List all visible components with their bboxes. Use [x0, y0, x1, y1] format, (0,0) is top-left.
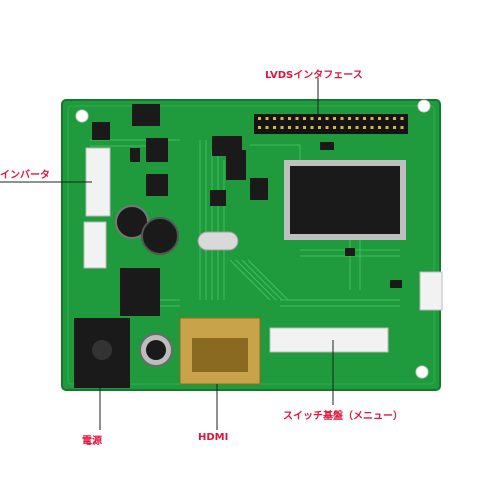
lvds-pin	[393, 126, 396, 129]
lvds-pin	[355, 126, 359, 129]
hdmi-connector	[179, 317, 261, 385]
mounting-holes	[75, 99, 431, 379]
power-jack	[74, 318, 130, 388]
lvds-pin	[333, 117, 336, 120]
lvds-pin	[265, 117, 269, 120]
lvds-pin	[370, 126, 374, 129]
lvds-pin	[318, 126, 321, 129]
lvds-pin	[325, 126, 329, 129]
lvds-pin	[295, 117, 299, 120]
label-hdmi: HDMI	[198, 432, 229, 443]
lvds-pin	[378, 126, 381, 129]
lvds-pin	[370, 117, 374, 120]
lvds-pin	[363, 126, 366, 129]
lvds-pin	[310, 126, 314, 129]
lvds-pin	[265, 126, 269, 129]
lvds-pin	[303, 126, 306, 129]
capacitors	[115, 205, 179, 367]
lvds-pin	[310, 117, 314, 120]
lvds-pin	[280, 126, 284, 129]
lvds-pin	[363, 117, 366, 120]
inverter-connector	[83, 147, 111, 269]
label-power: 電源	[82, 436, 102, 447]
lvds-pin	[348, 117, 351, 120]
lvds-pin	[288, 126, 291, 129]
crystal-oscillator	[197, 231, 239, 251]
lvds-pin	[295, 126, 299, 129]
lvds-pin	[303, 117, 306, 120]
lvds-pin	[340, 126, 344, 129]
lvds-pin	[280, 117, 284, 120]
lvds-pin	[393, 117, 396, 120]
lvds-pin	[385, 126, 389, 129]
small-components	[92, 104, 402, 316]
lvds-pin	[385, 117, 389, 120]
lvds-pin	[355, 117, 359, 120]
lvds-pin	[333, 126, 336, 129]
right-connector	[419, 271, 443, 311]
lvds-pin	[378, 117, 381, 120]
lvds-pin	[400, 117, 404, 120]
lvds-pin	[325, 117, 329, 120]
label-switch-board: スイッチ基盤（メニュー）	[283, 411, 403, 422]
lvds-pin	[288, 117, 291, 120]
main-chip	[284, 160, 406, 240]
lvds-pin	[400, 126, 404, 129]
lvds-pin	[273, 126, 276, 129]
label-lvds-interface: LVDSインタフェース	[265, 70, 363, 81]
lvds-pin	[273, 117, 276, 120]
lvds-header	[254, 114, 408, 134]
leader-lines	[0, 78, 334, 430]
lvds-pin	[318, 117, 321, 120]
switch-board-connector	[269, 327, 389, 353]
label-inverter: インバータ	[0, 170, 50, 181]
lvds-pin	[340, 117, 344, 120]
lvds-pin	[348, 126, 351, 129]
lvds-pin	[258, 126, 261, 129]
lvds-pin	[258, 117, 261, 120]
